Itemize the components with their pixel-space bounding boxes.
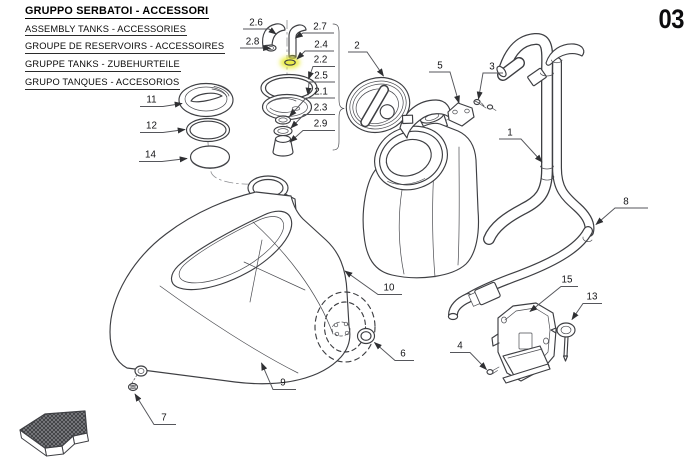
callout-2.3: 2.3 bbox=[313, 102, 328, 114]
filler-cap bbox=[178, 82, 234, 118]
recovery-tank bbox=[362, 99, 480, 279]
title-block: GRUPPO SERBATOI - ACCESSORI ASSEMBLY TAN… bbox=[25, 5, 226, 95]
drain-valve bbox=[550, 322, 576, 362]
callout-7: 7 bbox=[161, 412, 167, 424]
callout-2.2: 2.2 bbox=[313, 54, 328, 66]
hose-fitting bbox=[468, 281, 501, 307]
main-tank bbox=[109, 175, 351, 392]
callout-1: 1 bbox=[507, 126, 513, 138]
callout-2.6: 2.6 bbox=[249, 16, 263, 28]
callout-14: 14 bbox=[145, 149, 156, 161]
page-number: 03 bbox=[658, 4, 684, 34]
callout-leaders bbox=[134, 27, 648, 425]
callout-2: 2 bbox=[354, 39, 360, 51]
direction-arrow-logo bbox=[19, 410, 89, 457]
page-title-spanish: GRUPO TANQUES - ACCESORIOS bbox=[25, 77, 181, 90]
callout-8: 8 bbox=[623, 195, 629, 207]
callout-2.4: 2.4 bbox=[314, 38, 328, 50]
filler-cap-exploded bbox=[178, 82, 234, 169]
tank-cap bbox=[345, 77, 414, 133]
page-title-english: ASSEMBLY TANKS - ACCESSORIES bbox=[25, 24, 188, 37]
callout-3: 3 bbox=[489, 60, 495, 72]
screw-4 bbox=[486, 366, 500, 375]
suction-tube bbox=[272, 138, 294, 157]
mount-plate-and-screws bbox=[447, 98, 497, 127]
group-brace bbox=[332, 23, 345, 151]
page-title-german: GRUPPE TANKS - ZUBEHURTEILE bbox=[25, 59, 181, 72]
page-title-french: GROUPE DE RESERVOIRS - ACCESSOIRES bbox=[25, 41, 226, 54]
callout-6: 6 bbox=[400, 348, 406, 360]
callout-2.8: 2.8 bbox=[245, 35, 260, 47]
tank-collar bbox=[374, 125, 448, 191]
callout-4: 4 bbox=[457, 340, 463, 352]
callout-15: 15 bbox=[561, 274, 573, 286]
handle-tube-assembly bbox=[447, 33, 595, 321]
hub-cap bbox=[356, 327, 376, 345]
gasket bbox=[273, 125, 293, 137]
page-title-italian: GRUPPO SERBATOI - ACCESSORI bbox=[25, 5, 210, 19]
filter-disc bbox=[189, 145, 231, 169]
wheel bbox=[314, 291, 376, 363]
small-ring bbox=[274, 115, 292, 125]
highlighted-seal bbox=[280, 56, 300, 69]
cap-o-ring bbox=[185, 117, 231, 143]
cap-lid bbox=[261, 93, 313, 121]
callout-12: 12 bbox=[146, 120, 157, 132]
callout-2.1: 2.1 bbox=[314, 85, 328, 97]
callout-2.5: 2.5 bbox=[314, 69, 328, 81]
callout-13: 13 bbox=[586, 291, 598, 303]
callout-2.7: 2.7 bbox=[313, 20, 327, 32]
callout-5: 5 bbox=[437, 59, 443, 71]
callout-9: 9 bbox=[280, 377, 286, 389]
drain-screw-7 bbox=[127, 382, 139, 392]
cap-assembly-exploded bbox=[260, 23, 345, 157]
breather-tube-left bbox=[261, 23, 286, 48]
support-bracket bbox=[491, 302, 557, 384]
callout-10: 10 bbox=[383, 282, 395, 294]
callout-11: 11 bbox=[146, 94, 157, 106]
callout-2.9: 2.9 bbox=[313, 118, 328, 130]
